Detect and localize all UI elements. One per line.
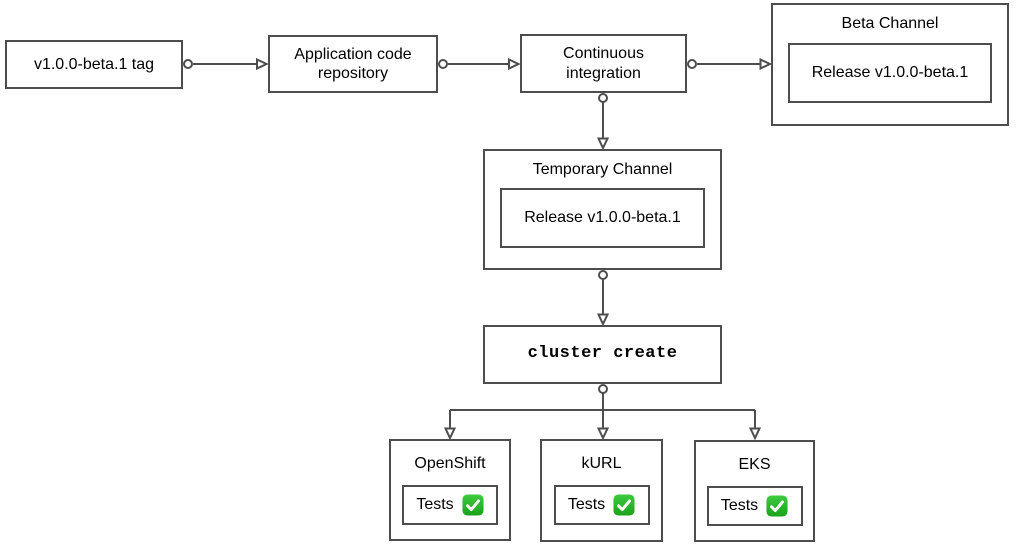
node-openshift-tests: Tests — [402, 485, 498, 525]
cluster-create-label: cluster create — [527, 344, 678, 364]
temporary-release-label: Release v1.0.0-beta.1 — [524, 209, 681, 227]
connector-cluster-create-branch — [443, 384, 762, 441]
group-temporary-channel: Temporary Channel Release v1.0.0-beta.1 — [483, 149, 722, 270]
beta-release-label: Release v1.0.0-beta.1 — [811, 64, 969, 82]
eks-title: EKS — [738, 456, 771, 473]
node-temporary-release: Release v1.0.0-beta.1 — [500, 188, 705, 248]
node-beta-release: Release v1.0.0-beta.1 — [788, 43, 992, 103]
openshift-title: OpenShift — [414, 455, 486, 472]
connector-ci-to-temporary-channel — [596, 93, 610, 151]
node-version-tag: v1.0.0-beta.1 tag — [5, 40, 183, 89]
group-eks: EKS Tests — [694, 440, 815, 542]
check-mark-button-icon — [462, 494, 484, 516]
connector-ci-to-beta-channel — [687, 57, 773, 71]
connector-repo-to-ci — [438, 57, 521, 71]
group-beta-channel: Beta Channel Release v1.0.0-beta.1 — [771, 3, 1009, 126]
openshift-tests-label: Tests — [416, 496, 454, 514]
node-version-tag-label: v1.0.0-beta.1 tag — [33, 55, 155, 73]
node-eks-tests: Tests — [706, 486, 803, 526]
node-repo-label: Application code repository — [294, 45, 412, 82]
node-continuous-integration: Continuous integration — [520, 34, 687, 93]
eks-tests-label: Tests — [720, 497, 759, 515]
temporary-channel-title: Temporary Channel — [532, 161, 673, 178]
check-mark-button-icon — [613, 494, 635, 516]
group-kurl: kURL Tests — [540, 439, 663, 542]
beta-channel-title: Beta Channel — [841, 15, 939, 32]
kurl-tests-label: Tests — [567, 496, 606, 514]
connector-temporary-channel-to-cluster-create — [596, 270, 610, 327]
node-ci-label: Continuous integration — [563, 45, 644, 82]
check-mark-button-icon — [766, 495, 788, 517]
node-kurl-tests: Tests — [553, 485, 650, 525]
kurl-title: kURL — [581, 455, 622, 472]
group-openshift: OpenShift Tests — [389, 439, 511, 541]
node-cluster-create: cluster create — [483, 325, 722, 384]
connector-tag-to-repo — [183, 57, 269, 71]
node-application-code-repository: Application code repository — [268, 35, 438, 93]
